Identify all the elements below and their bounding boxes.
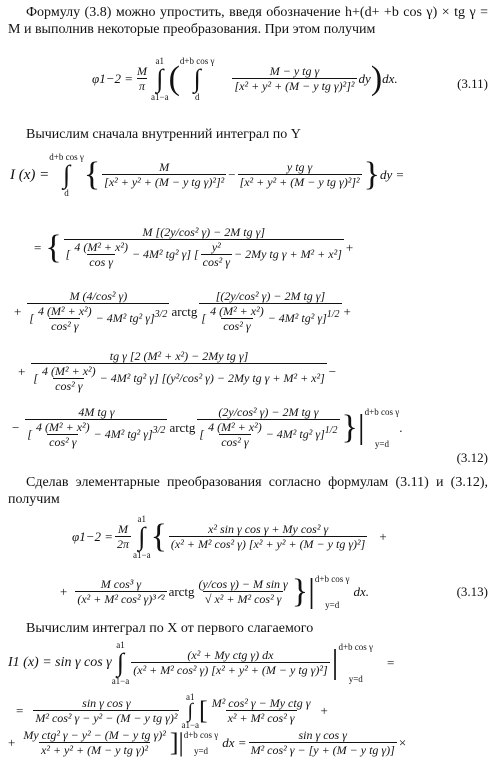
eq311-outer-limits: a1∫a1−a [151, 56, 169, 102]
line5-arg: (2y/cos² γ) − 2M tg γ [4 (M² + x²)cos² γ… [197, 405, 340, 449]
eq311-paren-close: ) [370, 60, 383, 97]
eq311-lhs: φ1−2 = [92, 71, 133, 86]
line5-coef: 4M tg γ [4 (M² + x²)cos² γ− 4M² tg² γ]3/… [25, 405, 168, 449]
eqI-limits: d+b cos γ∫d [49, 152, 84, 198]
eq311-fraction: M − y tg γ[x² + y² + (M − y tg γ)²]² [232, 64, 357, 93]
line3-coef: M (4/cos² γ) [4 (M² + x²)cos² γ− 4M² tg²… [27, 289, 170, 333]
eq311-dy: dy [358, 71, 371, 86]
eqI-dy: dy = [379, 167, 405, 182]
eqI-minus: − [228, 167, 236, 182]
eq312-number: (3.12) [456, 450, 488, 465]
eq311-dx: dx. [382, 71, 398, 86]
line4-fraction: tg γ [2 (M² + x²) − 2My tg γ] [4 (M² + x… [31, 349, 327, 393]
eqI-term2: y tg γ[x² + y² + (M − y tg γ)²]² [237, 160, 362, 189]
eq311-paren-open: ( [168, 60, 180, 97]
equation-line5: − 4M tg γ [4 (M² + x²)cos² γ− 4M² tg² γ]… [12, 405, 488, 466]
paragraph-intro: Формулу (3.8) можно упростить, введя обо… [8, 5, 488, 37]
eq311-number: (3.11) [457, 76, 488, 91]
line4-minus: − [328, 363, 337, 379]
equation-I1-a: I1 (x) = sin γ cos γ a1∫a1−a (x² + My ct… [8, 640, 395, 686]
equation-line2: = { M [(2y/cos² γ) − 2M tg γ] [4 (M² + x… [34, 225, 354, 269]
line3-arctg: arctg [171, 303, 198, 319]
paragraph-inner-integral: Вычислим сначала внутренний интеграл по … [26, 127, 301, 142]
eq313-number: (3.13) [456, 584, 488, 599]
eqI-term1: M[x² + y² + (M − y tg γ)²]² [102, 160, 227, 189]
line2-plus: + [345, 239, 354, 255]
equation-Ix: I (x) = d+b cos γ∫d { M[x² + y² + (M − y… [10, 152, 405, 198]
eq313a-fraction: x² sin γ cos γ + My cos² γ(x² + M² cos² … [168, 522, 368, 551]
line2-fraction: M [(2y/cos² γ) − 2M tg γ] [4 (M² + x²)co… [63, 225, 344, 269]
equation-line3: + M (4/cos² γ) [4 (M² + x²)cos² γ− 4M² t… [14, 289, 351, 333]
line3-arg: [(2y/cos² γ) − 2M tg γ] [4 (M² + x²)cos²… [199, 289, 342, 333]
equation-3-13-b: + M cos³ γ(x² + M² cos² γ)³ᐟ² arctg (y/c… [60, 573, 488, 610]
line3-plus: + [343, 303, 351, 319]
equation-line4: + tg γ [2 (M² + x²) − 2My tg γ] [4 (M² +… [18, 349, 337, 393]
paragraph-transform: Сделав элементарные преобразования согла… [8, 475, 488, 507]
line5-arctg: arctg [169, 419, 196, 435]
paragraph-first-term: Вычислим интеграл по X от первого слагае… [26, 621, 314, 636]
eq311-inner-limits: d+b cos γ∫d [179, 56, 215, 102]
eqI-lhs: I (x) = [10, 166, 50, 183]
